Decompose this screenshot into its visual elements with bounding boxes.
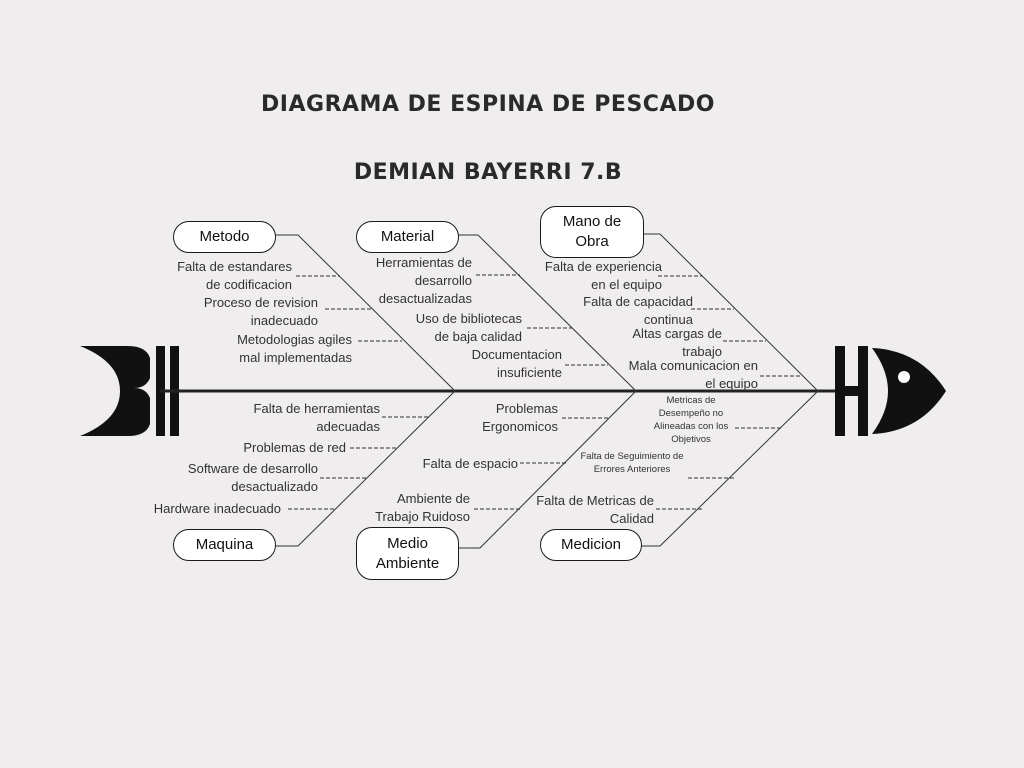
head-connector bbox=[835, 386, 868, 396]
fish-eye bbox=[898, 371, 910, 383]
category-maquina: Maquina bbox=[173, 529, 276, 561]
bone-metodo bbox=[275, 234, 456, 392]
bone-maquina bbox=[275, 390, 456, 547]
cause-material-1: Herramientas de desarrollo desactualizad… bbox=[375, 255, 472, 306]
category-medio-ambiente: Medio Ambiente bbox=[356, 527, 459, 580]
tail-fin bbox=[80, 346, 150, 436]
bone-material bbox=[458, 234, 637, 392]
cause-metodo-2: Proceso de revision inadecuado bbox=[203, 295, 318, 328]
cause-maquina-4: Hardware inadecuado bbox=[153, 501, 281, 516]
bone-medio-ambiente bbox=[458, 390, 637, 549]
category-mano-obra: Mano de Obra bbox=[540, 206, 644, 258]
cause-medicion-2: Falta de Seguimiento de Errores Anterior… bbox=[580, 451, 684, 475]
diagram-subtitle: DEMIAN BAYERRI 7.B bbox=[353, 160, 623, 185]
cause-mano-obra-1: Falta de experiencia en el equipo bbox=[544, 259, 662, 292]
cause-medicion-1: Metricas de Desempeño no Alineadas con l… bbox=[653, 395, 729, 445]
bone-mano-obra bbox=[643, 233, 819, 392]
cause-medio-1: Problemas Ergonomicos bbox=[482, 401, 558, 434]
cause-metodo-1: Falta de estandares de codificacion bbox=[177, 259, 292, 292]
cause-mano-obra-4: Mala comunicacion en el equipo bbox=[628, 358, 758, 391]
category-medicion: Medicion bbox=[540, 529, 642, 561]
cause-metodo-3: Metodologias agiles mal implementadas bbox=[237, 332, 352, 365]
head-shape bbox=[872, 348, 946, 434]
cause-material-3: Documentacion insuficiente bbox=[471, 347, 562, 380]
category-metodo: Metodo bbox=[173, 221, 276, 253]
cause-mano-obra-2: Falta de capacidad continua bbox=[583, 294, 693, 327]
fish-head-icon bbox=[835, 346, 946, 436]
bone-medicion bbox=[641, 390, 819, 547]
cause-mano-obra-3: Altas cargas de trabajo bbox=[632, 326, 722, 359]
cause-maquina-2: Problemas de red bbox=[243, 440, 346, 455]
diagram-title: DIAGRAMA DE ESPINA DE PESCADO bbox=[261, 92, 715, 117]
cause-maquina-3: Software de desarrollo desactualizado bbox=[187, 461, 318, 494]
category-material: Material bbox=[356, 221, 459, 253]
cause-medio-3: Ambiente de Trabajo Ruidoso bbox=[375, 491, 470, 524]
cause-medicion-3: Falta de Metricas de Calidad bbox=[536, 493, 654, 526]
cause-maquina-1: Falta de herramientas adecuadas bbox=[253, 401, 380, 434]
cause-material-2: Uso de bibliotecas de baja calidad bbox=[415, 311, 522, 344]
cause-medio-2: Falta de espacio bbox=[422, 456, 518, 471]
